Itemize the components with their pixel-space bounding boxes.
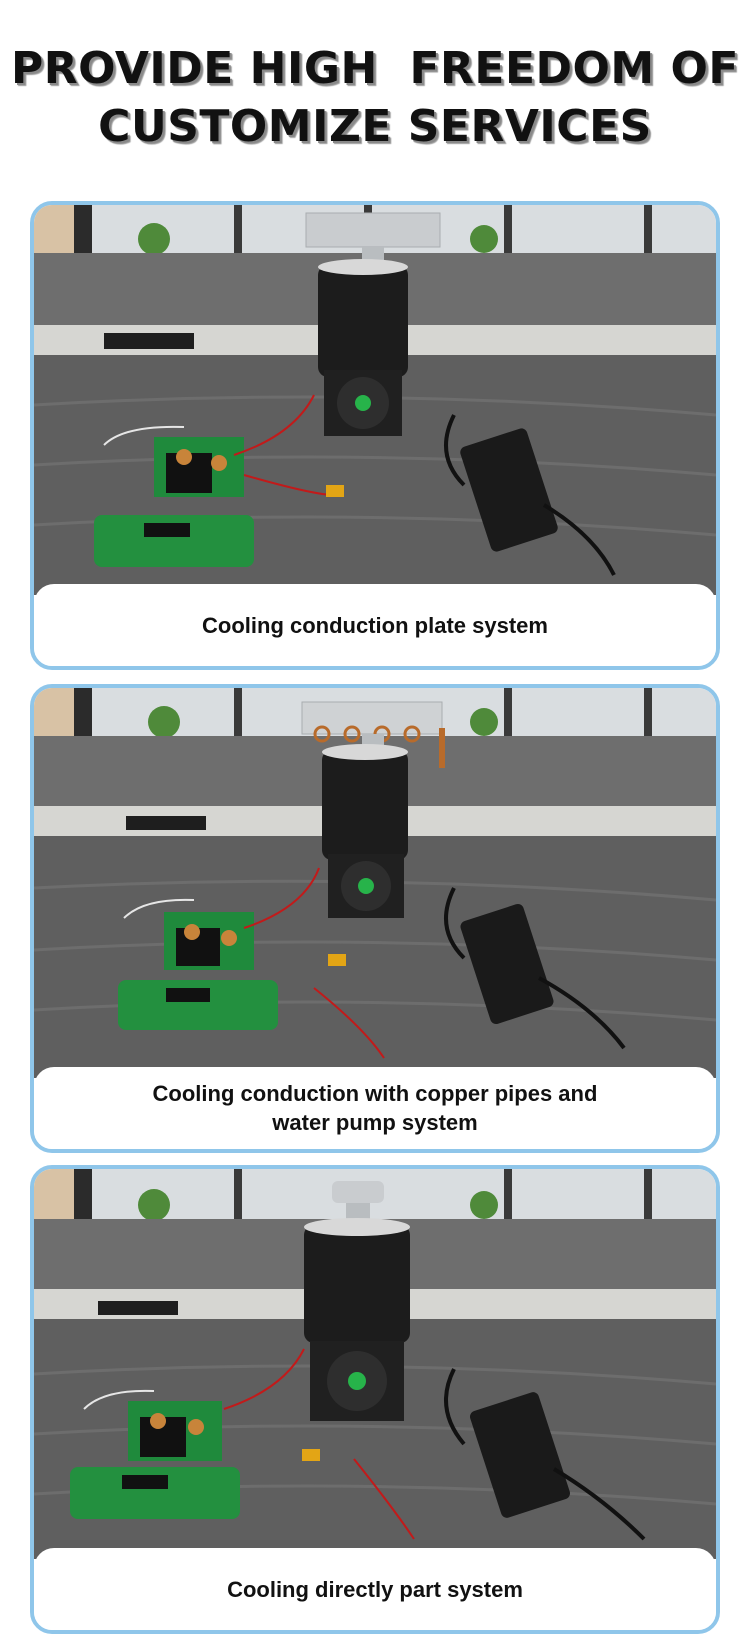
- product-card-copper-pipes: Cooling conduction with copper pipes and…: [30, 684, 720, 1153]
- product-photo: [34, 205, 716, 595]
- caption-panel: Cooling conduction plate system: [34, 584, 716, 666]
- page-headline: PROVIDE HIGH FREEDOM OF CUSTOMIZE SERVIC…: [0, 40, 750, 156]
- product-photo: [34, 688, 716, 1078]
- product-card-direct: Cooling directly part system: [30, 1165, 720, 1634]
- caption-panel: Cooling directly part system: [34, 1548, 716, 1630]
- caption-panel: Cooling conduction with copper pipes and…: [34, 1067, 716, 1149]
- photo-scene: [34, 1169, 716, 1559]
- product-caption: Cooling conduction plate system: [202, 612, 548, 638]
- headline-line-1: PROVIDE HIGH FREEDOM OF: [11, 43, 739, 94]
- product-card-plate: Cooling conduction plate system: [30, 201, 720, 670]
- headline-line-2: CUSTOMIZE SERVICES: [98, 101, 652, 152]
- product-caption: Cooling directly part system: [227, 1576, 523, 1602]
- product-photo: [34, 1169, 716, 1559]
- product-caption: Cooling conduction with copper pipes and…: [152, 1081, 598, 1135]
- photo-scene: [34, 205, 716, 595]
- photo-scene: [34, 688, 716, 1078]
